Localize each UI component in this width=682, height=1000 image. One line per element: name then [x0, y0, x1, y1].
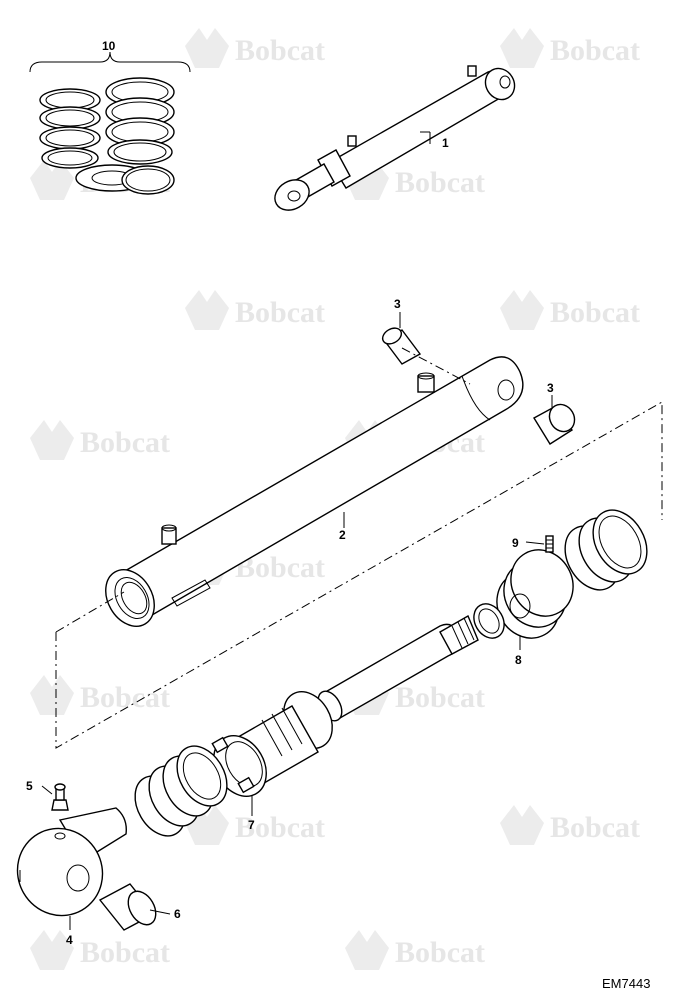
- assembly-boundary-left: [55, 591, 125, 633]
- watermark-1: Bobcat: [185, 28, 325, 68]
- svg-text:Bobcat: Bobcat: [550, 811, 640, 844]
- callout-1: 1: [442, 136, 449, 150]
- cylinder-barrel: [105, 356, 524, 627]
- assembly-boundary: [55, 401, 663, 749]
- piston-seals: [564, 509, 648, 591]
- callout-7: 7: [248, 818, 255, 832]
- svg-text:Bobcat: Bobcat: [80, 426, 170, 459]
- callout-8: 8: [515, 653, 522, 667]
- svg-text:Bobcat: Bobcat: [235, 296, 325, 329]
- watermark-13: Bobcat: [500, 805, 640, 845]
- watermark-15: Bobcat: [345, 930, 485, 970]
- callout-5: 5: [26, 779, 33, 793]
- svg-text:Bobcat: Bobcat: [395, 166, 485, 199]
- callout-10: 10: [102, 39, 116, 53]
- watermark-7: Bobcat: [30, 420, 170, 460]
- callout-2: 2: [339, 528, 346, 542]
- gland-seals: [134, 745, 228, 837]
- pin-bushing: [98, 883, 157, 931]
- callout-4: 4: [66, 933, 73, 947]
- callout-3-lower: 3: [547, 381, 554, 395]
- svg-text:Bobcat: Bobcat: [80, 936, 170, 969]
- svg-text:Bobcat: Bobcat: [395, 681, 485, 714]
- watermark-6: Bobcat: [500, 290, 640, 330]
- bushing-axis-line: [401, 347, 471, 385]
- svg-text:Bobcat: Bobcat: [550, 34, 640, 67]
- grease-fitting: [51, 783, 69, 811]
- svg-text:Bobcat: Bobcat: [395, 936, 485, 969]
- callouts: 1 2 3 3 4 5 6 7 8 9 10: [26, 39, 554, 947]
- leader-lines: [41, 131, 553, 930]
- callout-3-upper: 3: [394, 297, 401, 311]
- svg-text:Bobcat: Bobcat: [235, 811, 325, 844]
- svg-text:Bobcat: Bobcat: [550, 296, 640, 329]
- callout-9: 9: [512, 536, 519, 550]
- watermark-14: Bobcat: [30, 930, 170, 970]
- watermark-5: Bobcat: [185, 290, 325, 330]
- piston: [473, 549, 574, 639]
- set-screw: [545, 535, 554, 553]
- rod-eye: [16, 807, 127, 917]
- assembled-cylinder: [274, 65, 516, 211]
- watermark-2: Bobcat: [500, 28, 640, 68]
- bushing-lower: [533, 403, 576, 445]
- seal-kit: [29, 51, 191, 195]
- drawing-code: EM7443: [602, 976, 650, 991]
- bushing-upper: [381, 327, 422, 365]
- callout-6: 6: [174, 907, 181, 921]
- svg-text:Bobcat: Bobcat: [235, 34, 325, 67]
